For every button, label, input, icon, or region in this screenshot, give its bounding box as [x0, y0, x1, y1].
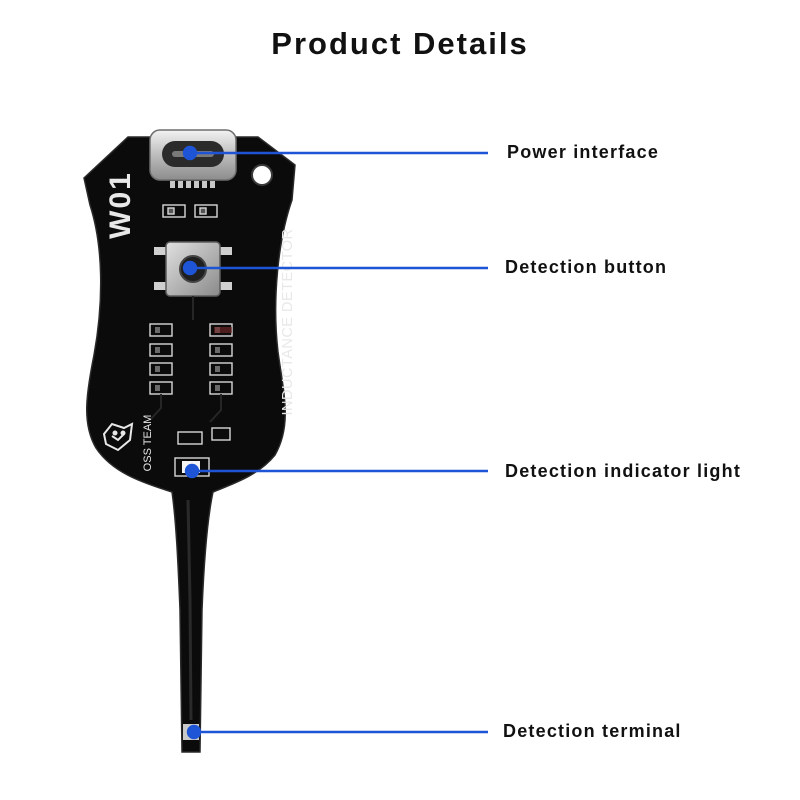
smd-pads	[155, 327, 232, 391]
mounting-hole	[251, 164, 273, 186]
model-label: W01	[104, 171, 137, 239]
product-type-label: INDUCTANCE DETECTOR	[280, 229, 296, 416]
callout-lines	[182, 145, 488, 740]
smd-components-top	[162, 204, 218, 218]
pcb-traces	[149, 296, 222, 423]
callout-label-indicator: Detection indicator light	[505, 461, 742, 481]
terminal-trace	[186, 499, 193, 721]
brand-logo	[102, 422, 134, 452]
callout-indicator	[184, 463, 488, 479]
callout-label-button: Detection button	[505, 257, 668, 277]
page-title: Product Details	[271, 26, 529, 61]
callout-label-terminal: Detection terminal	[503, 721, 682, 741]
brand-label: OSS TEAM	[142, 415, 154, 472]
callout-terminal	[186, 724, 488, 740]
callout-label-power: Power interface	[507, 142, 660, 162]
callout-button	[182, 260, 488, 276]
smd-components-middle	[149, 323, 233, 445]
callout-power	[182, 145, 488, 161]
